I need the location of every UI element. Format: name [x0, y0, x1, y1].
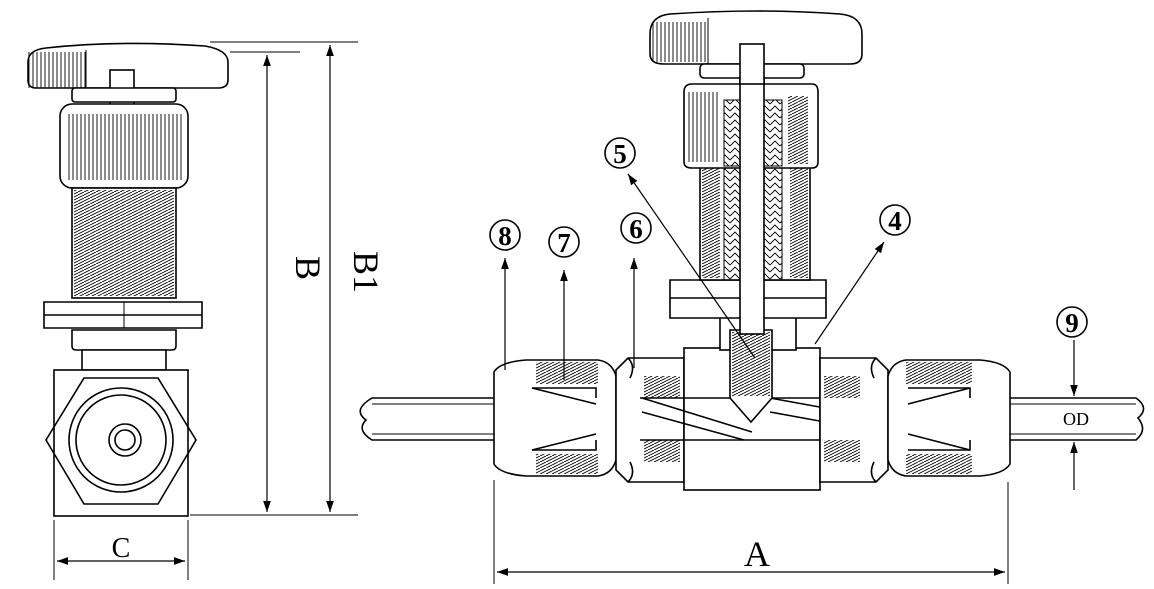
side-dimensions: B B1 C — [53, 41, 386, 580]
callout-5-number: 5 — [613, 139, 627, 169]
side-view — [27, 42, 229, 517]
callout-8-number: 8 — [498, 221, 512, 251]
callout-9-number: 9 — [1065, 308, 1079, 338]
callout-7-number: 7 — [557, 228, 571, 258]
callout-6: 6 — [620, 212, 652, 244]
dimension-od-label: OD — [1063, 409, 1089, 429]
front-dimensions: A OD — [493, 340, 1089, 584]
callout-6-number: 6 — [629, 214, 643, 244]
callout-8: 8 — [489, 219, 521, 251]
callout-5: 5 — [604, 137, 636, 169]
dimension-c-label: C — [112, 533, 131, 564]
callout-7: 7 — [548, 226, 580, 258]
leader-lines — [501, 173, 885, 380]
callout-9: 9 — [1056, 306, 1088, 338]
front-view — [359, 10, 1145, 491]
dimension-a-label: A — [744, 534, 770, 574]
callout-4-number: 4 — [888, 206, 902, 236]
dimension-b1-label: B1 — [346, 251, 386, 293]
callout-4: 4 — [879, 204, 911, 236]
dimension-b-label: B — [288, 256, 328, 280]
